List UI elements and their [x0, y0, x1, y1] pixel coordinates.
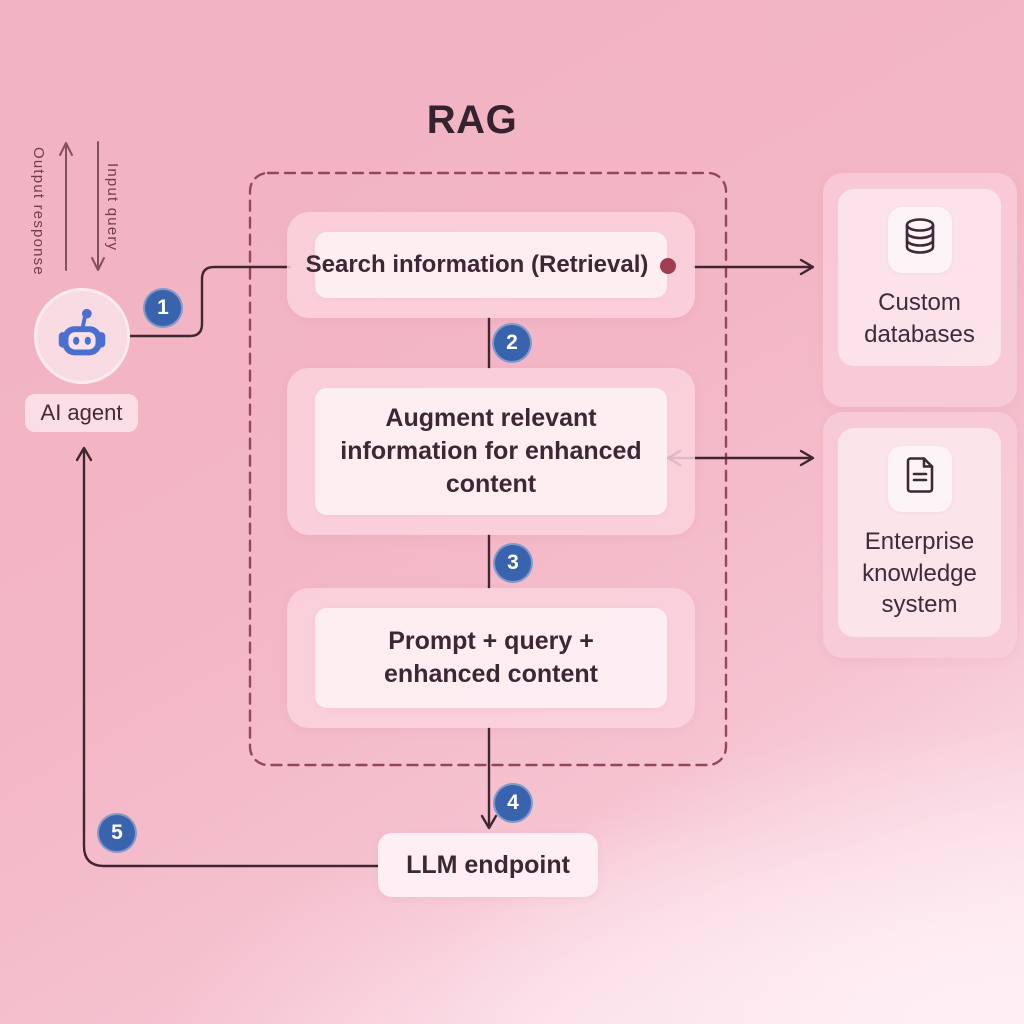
prompt-to-llm-arrow	[480, 726, 498, 830]
augment-box: Augment relevant information for enhance…	[287, 368, 695, 535]
step-badge-3: 3	[493, 543, 533, 583]
llm-endpoint-label: LLM endpoint	[406, 850, 570, 879]
rag-dashed-container	[248, 171, 728, 767]
enterprise-knowledge-card-inner: Enterprise knowledge system	[838, 428, 1001, 638]
llm-endpoint-box: LLM endpoint	[378, 833, 598, 897]
step-badge-4: 4	[493, 783, 533, 823]
ai-agent-avatar	[34, 288, 130, 384]
robot-icon	[51, 303, 113, 370]
step-badge-2: 2	[492, 323, 532, 363]
step-badge-5-number: 5	[111, 821, 123, 844]
enterprise-knowledge-label: Enterprise knowledge system	[862, 528, 977, 619]
search-box: Search information (Retrieval)	[287, 212, 695, 318]
output-response-label: Output response	[30, 147, 47, 276]
database-icon	[903, 217, 937, 264]
augment-box-label: Augment relevant information for enhance…	[340, 404, 642, 498]
custom-databases-card-inner: Custom databases	[838, 189, 1001, 367]
document-icon-tile	[887, 446, 952, 512]
retrieval-dot	[660, 257, 677, 274]
llm-to-agent-return-arrow	[75, 446, 380, 868]
output-response-arrow	[59, 142, 73, 271]
ai-agent-label-pill: AI agent	[25, 394, 138, 432]
input-query-label: Input query	[104, 163, 121, 252]
database-icon-tile	[887, 207, 952, 273]
page-title: RAG	[426, 98, 518, 142]
prompt-box-label: Prompt + query + enhanced content	[384, 627, 598, 688]
custom-databases-label: Custom databases	[864, 289, 975, 348]
step-badge-4-number: 4	[507, 791, 519, 814]
search-box-inner: Search information (Retrieval)	[306, 232, 677, 298]
step-badge-3-number: 3	[507, 551, 519, 574]
step-badge-1: 1	[143, 288, 183, 328]
prompt-box-inner: Prompt + query + enhanced content	[315, 608, 667, 708]
step-badge-2-number: 2	[506, 331, 518, 354]
step-badge-5: 5	[97, 813, 137, 853]
search-to-databases-arrow	[692, 258, 815, 276]
custom-databases-card: Custom databases	[823, 173, 1017, 407]
search-box-label: Search information (Retrieval)	[305, 251, 649, 279]
augment-box-inner: Augment relevant information for enhance…	[315, 388, 667, 515]
enterprise-knowledge-card: Enterprise knowledge system	[823, 412, 1017, 658]
prompt-box: Prompt + query + enhanced content	[287, 588, 695, 728]
agent-to-search-connector	[116, 265, 292, 338]
document-icon	[904, 456, 936, 503]
step-badge-1-number: 1	[157, 296, 169, 319]
ai-agent-label: AI agent	[40, 400, 123, 425]
input-query-arrow	[91, 141, 105, 271]
